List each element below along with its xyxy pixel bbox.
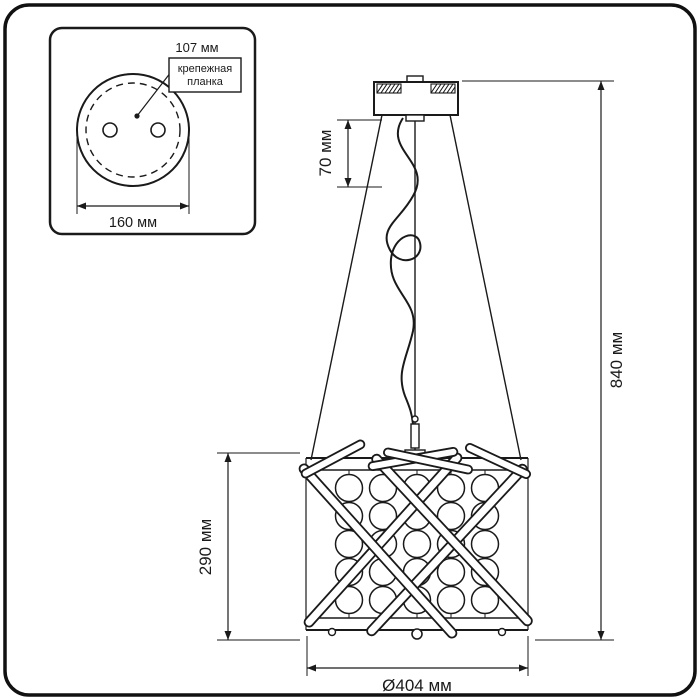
dim-404-label: Ø404 мм [382,676,452,695]
canopy-hatch-right [430,83,456,94]
plate-note-line1: крепежная [178,63,233,75]
arrowhead [519,664,528,672]
fixture [298,75,533,640]
ceiling-canopy [373,75,459,122]
plate-note-line2: планка [187,76,224,88]
dim-290-label: 290 мм [196,519,215,575]
decor-rods [298,439,533,639]
shade [298,439,533,640]
arrowhead [224,631,232,640]
decor-rod [298,463,458,639]
plate-note-border [168,57,242,93]
dim-suspension-drop: 70 мм [316,119,382,188]
shade-foot-left [327,627,337,637]
arrowhead [597,631,605,640]
arrowhead [597,81,605,90]
bead [436,501,466,531]
plate-hole-right [150,122,166,138]
dim-plate-width: 160 мм [76,136,190,231]
suspension-wire-right [449,114,522,461]
bead [334,473,364,503]
bead [470,585,500,615]
bead [368,501,398,531]
shade-foot-right [497,627,507,637]
arrowhead [307,664,316,672]
arrowhead [224,453,232,462]
canopy-body [373,81,459,116]
bead [436,473,466,503]
plate-outer-circle [76,73,190,187]
rod-ring [411,415,419,423]
leader-line [136,71,172,117]
arrowhead [344,120,352,129]
dim-overall-height: 840 мм [462,80,626,641]
canopy-hatch-left [376,83,402,94]
plate-width-label: 160 мм [109,215,157,231]
decor-rod [303,452,463,628]
dim-shade-diameter: Ø404 мм [306,636,529,695]
plate-note-box: крепежная планка [168,57,242,93]
dim-shade-height: 290 мм [196,452,300,641]
plate-hole-left [102,122,118,138]
page-border [3,3,697,697]
arrowhead [344,178,352,187]
plate-dashed-circle [85,82,181,178]
arrowhead [77,202,86,210]
decor-rod [465,442,531,480]
bead [334,529,364,559]
canopy-bottom-fitting [405,114,425,122]
rod-adjuster [410,423,420,449]
arrowhead [180,202,189,210]
decor-rod [371,453,533,627]
suspension-wire-left [310,114,383,461]
decor-rod [382,447,474,475]
bottom-finial [411,628,423,640]
dim-70-label: 70 мм [316,129,335,176]
inset-panel: 107 мм крепежная планка 160 мм [48,26,257,236]
decor-rod [366,463,528,637]
bead [436,557,466,587]
power-cord [385,117,422,425]
bead [436,585,466,615]
hole-spacing-label: 107 мм [175,40,218,55]
decor-rod [300,439,366,479]
dim-840-label: 840 мм [607,332,626,388]
bead [402,529,432,559]
bead [470,529,500,559]
